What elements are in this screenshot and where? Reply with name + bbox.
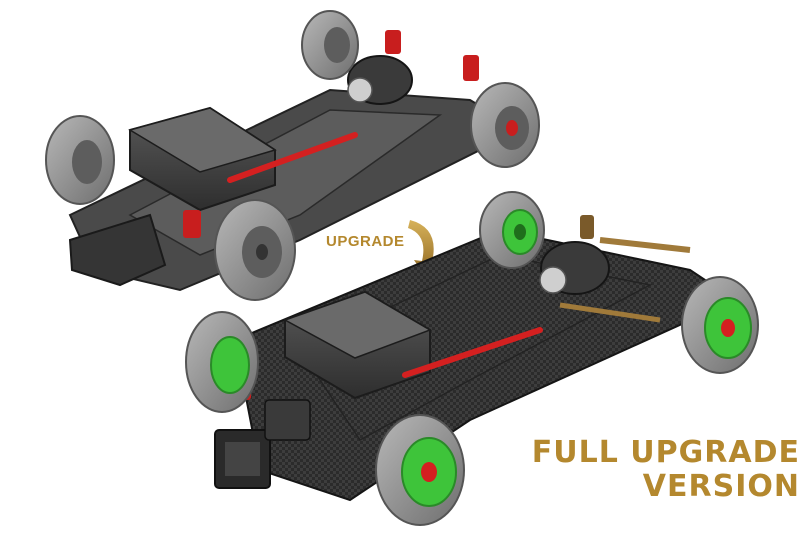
upgrade-label: UPGRADE [326, 233, 405, 250]
gyro-unit [264, 399, 311, 441]
wheel-rear-left [301, 10, 359, 80]
shock [385, 30, 401, 54]
standard-chassis [45, 10, 540, 301]
shock [463, 55, 479, 81]
full-upgrade-line1: FULL UPGRADE [531, 435, 800, 470]
drive-shaft [227, 132, 358, 183]
wheel-rear-right [470, 82, 540, 168]
shock [580, 215, 594, 239]
shock [183, 210, 201, 238]
wheel-rear-right [681, 276, 759, 374]
wheel-rear-left [479, 191, 545, 269]
wheel-front-left [45, 115, 115, 205]
full-upgrade-title: FULL UPGRADE VERSION [510, 436, 800, 504]
full-upgrade-line2: VERSION [642, 469, 800, 504]
front-bumper [68, 213, 167, 287]
upgraded-chassis [185, 191, 759, 526]
drive-shaft [402, 327, 543, 378]
wheel-front-right [214, 199, 296, 301]
wheel-front-right [375, 414, 465, 526]
wheel-front-left [185, 311, 259, 413]
